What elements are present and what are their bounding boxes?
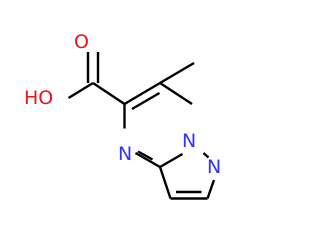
bond-c3a-n4 <box>134 151 161 169</box>
bond-c7-methyl <box>159 61 195 85</box>
bonds <box>67 52 216 200</box>
hydroxyl-label: HO <box>24 87 53 109</box>
carboxyl-oxygen-top-label: O <box>74 31 89 53</box>
bond-carboxyl-hydroxyl <box>67 81 94 100</box>
bond-c3a-n4-inner <box>137 150 154 161</box>
bond-c6-c7 <box>123 81 161 106</box>
bond-n7a-c3a <box>159 152 184 169</box>
atom-labels: O HO N N N <box>24 31 221 178</box>
bridgehead-nitrogen-label: N <box>182 130 196 152</box>
bond-c2-n1 <box>206 179 216 199</box>
bond-c5-carboxyl <box>92 82 126 105</box>
chemical-structure: O HO N N N <box>24 31 221 200</box>
pyrazole-nitrogen-label: N <box>207 156 221 178</box>
bond-c3a-c3 <box>158 166 172 199</box>
bond-c6-c7-inner <box>131 91 161 111</box>
pyrimidine-nitrogen-label: N <box>118 143 132 165</box>
bond-n1-n7a <box>202 152 210 159</box>
bond-c7-n7a <box>159 81 193 106</box>
